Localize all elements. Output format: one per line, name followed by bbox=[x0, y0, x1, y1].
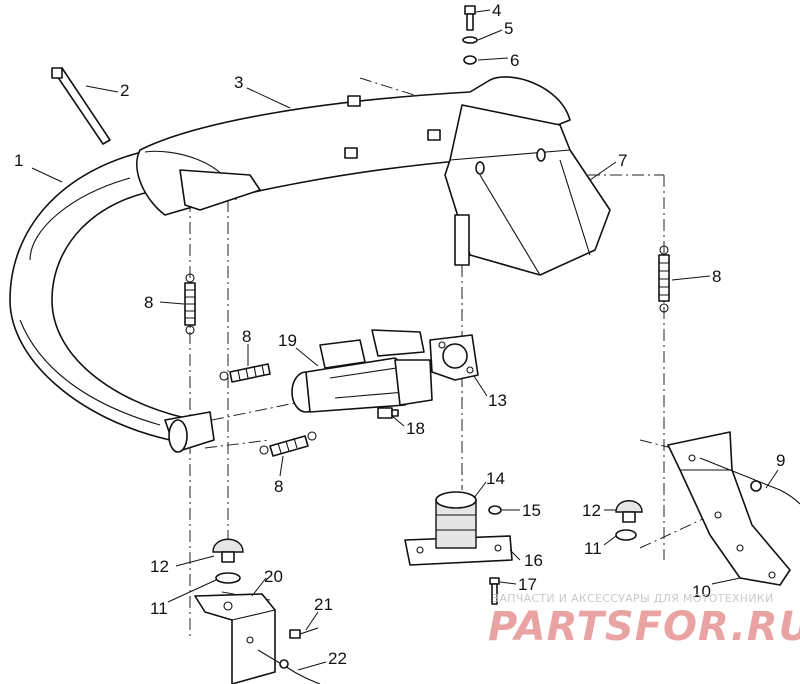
heat-shield bbox=[444, 104, 611, 276]
callout-1: 1 bbox=[14, 151, 23, 170]
callout-9: 9 bbox=[776, 451, 785, 470]
callout-4: 4 bbox=[492, 1, 501, 20]
callout-11-left: 11 bbox=[150, 599, 168, 618]
bracket-left bbox=[194, 593, 276, 684]
callout-6: 6 bbox=[510, 51, 519, 70]
cable-tie bbox=[51, 67, 111, 145]
callout-2: 2 bbox=[120, 81, 129, 100]
springs bbox=[184, 245, 670, 457]
callout-8-center-lower: 8 bbox=[274, 477, 283, 496]
callout-16: 16 bbox=[524, 551, 543, 570]
callout-18: 18 bbox=[406, 419, 425, 438]
bracket-right bbox=[667, 431, 791, 586]
callout-17: 17 bbox=[518, 575, 537, 594]
callout-8-right: 8 bbox=[712, 267, 721, 286]
callout-12-left: 12 bbox=[150, 557, 169, 576]
spring-left bbox=[184, 273, 196, 335]
callout-11-right: 11 bbox=[584, 539, 602, 558]
cable-9 bbox=[699, 457, 800, 505]
callout-13: 13 bbox=[488, 391, 507, 410]
manifold-bolt bbox=[377, 407, 399, 419]
watermark: ЗАПЧАСТИ И АКСЕССУАРЫ ДЛЯ МОТОТЕХНИКИ PA… bbox=[488, 592, 800, 650]
callout-8-left: 8 bbox=[144, 293, 153, 312]
callout-19: 19 bbox=[278, 331, 297, 350]
grommet-mount bbox=[404, 491, 513, 566]
stud-17 bbox=[489, 577, 500, 605]
watermark-brand: PARTSFOR.RU bbox=[488, 604, 800, 650]
spring-center-upper bbox=[219, 363, 271, 383]
spring-right bbox=[658, 245, 670, 313]
bumper-right bbox=[615, 500, 643, 541]
bumper-left bbox=[212, 538, 244, 584]
leader-lines bbox=[31, 9, 779, 671]
callout-12-right: 12 bbox=[582, 501, 601, 520]
head-pipe bbox=[9, 149, 215, 453]
callout-15: 15 bbox=[522, 501, 541, 520]
callout-14: 14 bbox=[486, 469, 505, 488]
gasket bbox=[429, 334, 479, 381]
callout-20: 20 bbox=[264, 567, 283, 586]
callout-labels: 1 2 3 4 5 6 7 8 8 8 8 9 10 11 11 12 12 1… bbox=[14, 1, 785, 668]
callout-7: 7 bbox=[618, 151, 627, 170]
callout-10: 10 bbox=[692, 582, 711, 601]
watermark-tagline: ЗАПЧАСТИ И АКСЕССУАРЫ ДЛЯ МОТОТЕХНИКИ bbox=[492, 592, 774, 605]
exhaust-manifold bbox=[291, 329, 433, 413]
callout-8-center-upper: 8 bbox=[242, 327, 251, 346]
spring-center-lower bbox=[259, 431, 317, 457]
bolt-21 bbox=[289, 627, 319, 639]
cable-22 bbox=[257, 649, 321, 684]
callout-22: 22 bbox=[328, 649, 347, 668]
callout-5: 5 bbox=[504, 19, 513, 38]
callout-21: 21 bbox=[314, 595, 333, 614]
bolt-washer-nut bbox=[462, 5, 478, 65]
callout-3: 3 bbox=[234, 73, 243, 92]
washer-15 bbox=[488, 505, 502, 515]
